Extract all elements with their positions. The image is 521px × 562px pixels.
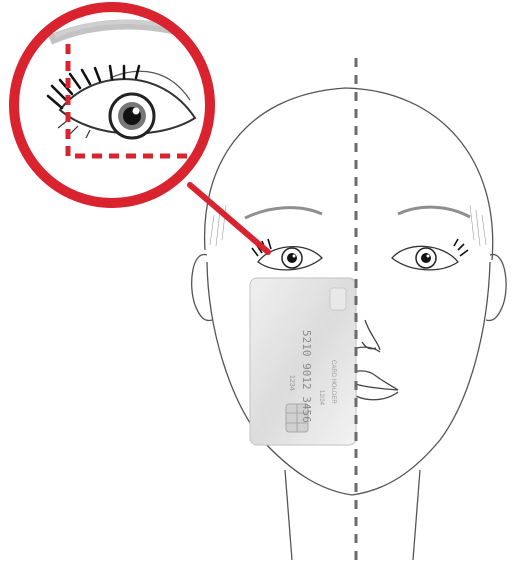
card-holder: CARD HOLDER (330, 360, 336, 404)
credit-card: 5210 9012 3456 1234 12/24 CARD HOLDER (250, 278, 356, 445)
right-eye (392, 239, 468, 270)
card-hologram (330, 288, 346, 310)
magnified-eye-callout (14, 7, 215, 203)
card-number: 5210 9012 3456 (300, 330, 313, 423)
card-short-code: 1234 (288, 375, 295, 391)
card-expiry: 12/24 (318, 390, 324, 406)
magnifier-connector-line (190, 185, 268, 252)
